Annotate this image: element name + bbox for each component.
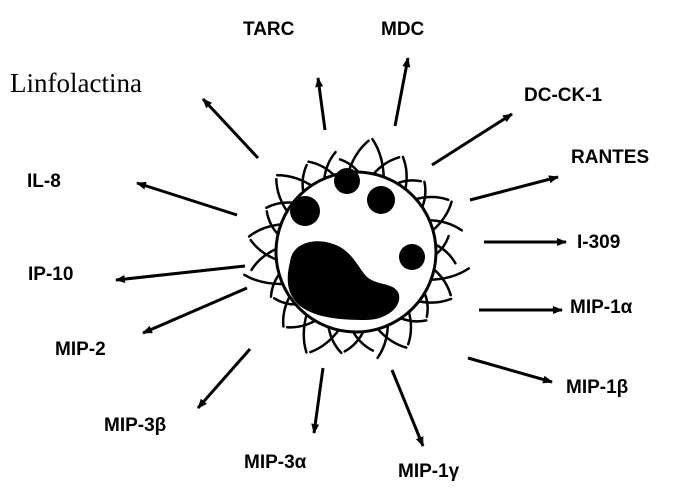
granule [334, 168, 360, 194]
villus [277, 175, 313, 187]
villus [276, 179, 288, 213]
granule [399, 244, 425, 270]
villus [372, 157, 399, 175]
arrow-ip-10 [116, 266, 245, 280]
arrow-mip-3a [314, 368, 323, 433]
villus [432, 268, 450, 295]
label-mip-1g: MIP-1γ [398, 462, 459, 481]
villus [414, 197, 448, 200]
villus [304, 313, 307, 353]
arrow-mip-1g [392, 370, 423, 446]
label-mip-2: MIP-2 [55, 340, 106, 359]
label-mdc: MDC [381, 20, 424, 39]
arrow-rantes [470, 177, 558, 200]
arrow-il-8 [137, 183, 237, 215]
arrow-mip-3b [198, 349, 250, 408]
villus [310, 328, 340, 352]
arrow-dc-ck-1 [432, 114, 512, 165]
arrow-linfolactina [203, 99, 258, 158]
villus [376, 327, 406, 347]
villus [408, 310, 411, 344]
granule [367, 186, 395, 214]
label-mip-3b: MIP-3β [104, 416, 166, 435]
granule [290, 196, 320, 226]
label-mip-1b: MIP-1β [566, 378, 628, 397]
label-rantes: RANTES [571, 148, 649, 167]
arrow-mdc [395, 58, 408, 126]
villus [431, 202, 451, 232]
label-mip-3a: MIP-3α [244, 453, 306, 472]
label-dc-ck-1: DC-CK-1 [524, 86, 602, 105]
label-linfolactina: Linfolactina [10, 70, 142, 97]
label-mip-1a: MIP-1α [570, 298, 632, 317]
arrow-tarc [318, 78, 325, 130]
label-il-8: IL-8 [27, 172, 61, 191]
arrow-mip-2 [143, 288, 247, 333]
label-ip-10: IP-10 [28, 265, 73, 284]
label-tarc: TARC [243, 20, 294, 39]
villus [283, 295, 291, 327]
arrow-mip-1b [468, 358, 552, 382]
label-i-309: I-309 [577, 233, 620, 252]
